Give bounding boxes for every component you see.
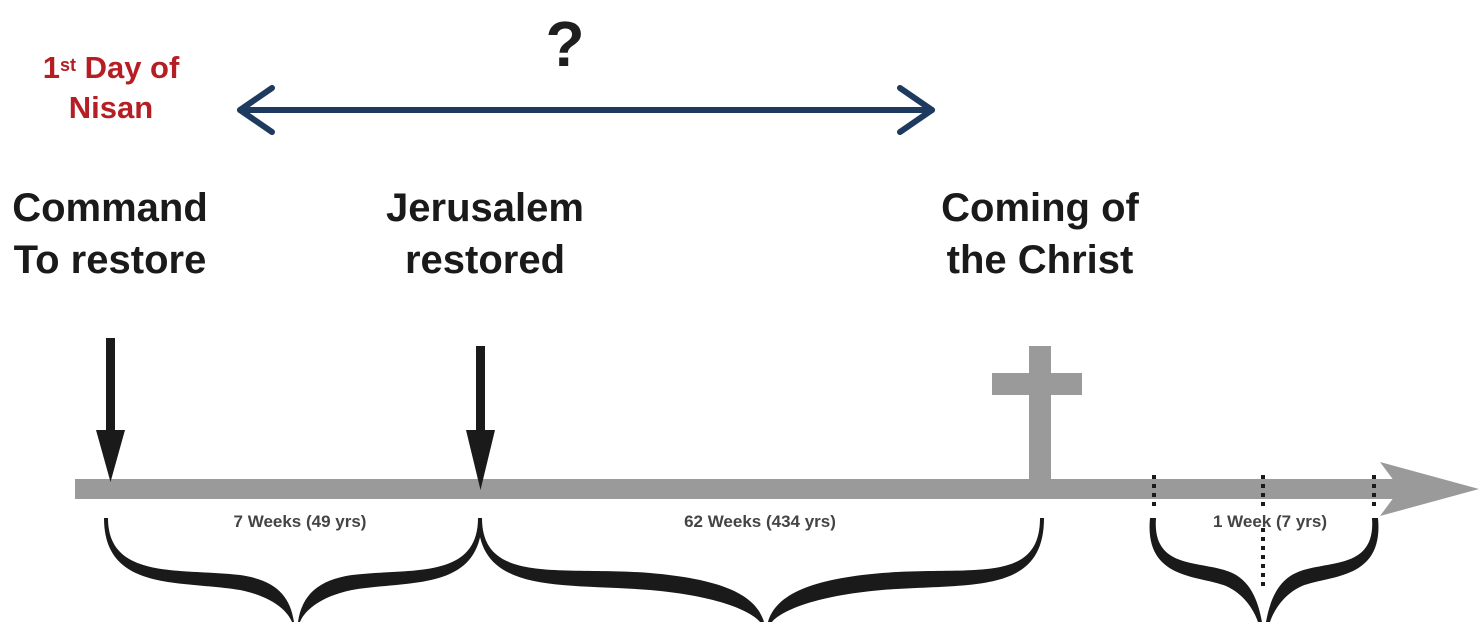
event-jerusalem-line2: restored <box>404 238 566 282</box>
event-christ-line2: the Christ <box>946 238 1134 282</box>
event-command-line1: Command <box>12 186 208 230</box>
first-day-of-nisan-label: 1st Day of Nisan <box>6 48 216 128</box>
event-jerusalem-restored: Jerusalem restored <box>360 182 610 286</box>
period-seven-weeks: 7 Weeks (49 yrs) <box>233 512 367 531</box>
period-one-week: 1 Week (7 yrs) <box>1212 512 1328 531</box>
question-mark: ? <box>545 8 585 80</box>
event-christ-line1: Coming of <box>941 186 1139 230</box>
event-jerusalem-line1: Jerusalem <box>386 186 584 230</box>
jerusalem-marker-arrow <box>466 346 495 490</box>
brace-sixty-two-weeks <box>478 518 1044 622</box>
nisan-ordinal-number: 1 <box>42 50 60 85</box>
event-coming-of-christ: Coming of the Christ <box>910 182 1170 286</box>
brace-one-week <box>1149 518 1379 622</box>
nisan-month-text: Nisan <box>68 90 154 125</box>
cross-icon <box>992 346 1082 486</box>
week-divider-ticks <box>1152 475 1376 588</box>
nisan-ordinal-suffix: st <box>59 55 76 75</box>
event-command-to-restore: Command To restore <box>0 182 220 286</box>
event-command-line2: To restore <box>13 238 207 282</box>
brace-seven-weeks <box>104 518 482 622</box>
command-marker-arrow <box>96 338 125 482</box>
timeline-axis <box>75 462 1479 516</box>
double-arrow <box>237 85 935 135</box>
nisan-day-of-text: Day of <box>75 50 180 85</box>
period-sixty-two-weeks: 62 Weeks (434 yrs) <box>684 512 836 531</box>
